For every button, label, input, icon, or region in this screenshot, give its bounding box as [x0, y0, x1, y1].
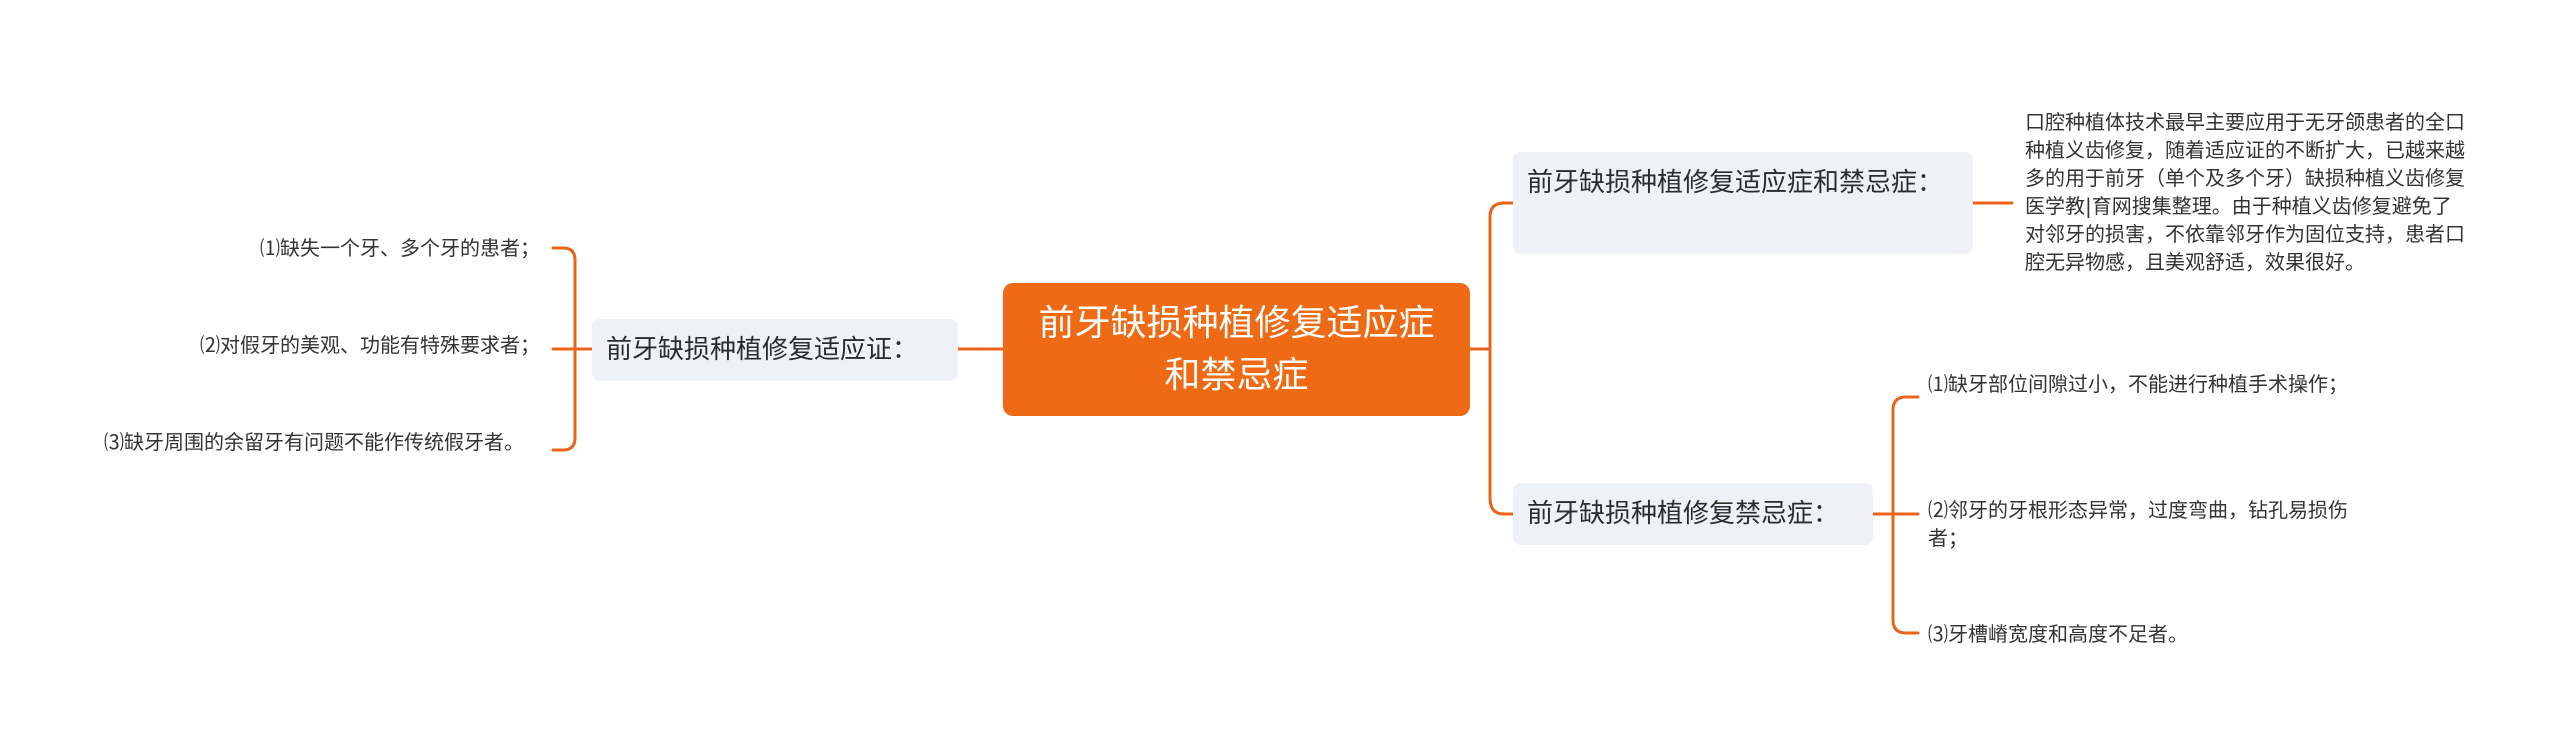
connector-left-bracket: [551, 246, 594, 452]
connector-right-bottom-bracket: [1871, 395, 1920, 635]
branch-contraindications[interactable]: 前牙缺损种植修复禁忌症：: [1513, 483, 1873, 545]
contraindication-item-3: ⑶牙槽嵴宽度和高度不足者。: [1928, 622, 2188, 646]
indication-item-2: ⑵对假牙的美观、功能有特殊要求者；: [200, 333, 540, 357]
root-topic[interactable]: 前牙缺损种植修复适应症和禁忌症: [1003, 283, 1470, 416]
contraindication-item-2: ⑵邻牙的牙根形态异常，过度弯曲，钻孔易损伤者；: [1928, 498, 2348, 550]
contraindication-item-1: ⑴缺牙部位间隙过小，不能进行种植手术操作；: [1928, 372, 2348, 396]
connector-root-right: [1468, 201, 1515, 516]
branch-indications[interactable]: 前牙缺损种植修复适应证：: [592, 319, 958, 381]
branch-indications-contraindications-label: 前牙缺损种植修复适应症和禁忌症：: [1527, 168, 1944, 198]
branch-indications-label: 前牙缺损种植修复适应证：: [606, 335, 919, 365]
root-topic-label: 前牙缺损种植修复适应症和禁忌症: [1038, 302, 1435, 396]
indication-item-1: ⑴缺失一个牙、多个牙的患者；: [260, 236, 540, 260]
branch-contraindications-label: 前牙缺损种植修复禁忌症：: [1527, 499, 1840, 529]
branch-indications-contraindications[interactable]: 前牙缺损种植修复适应症和禁忌症：: [1513, 152, 1973, 254]
overview-text: 口腔种植体技术最早主要应用于无牙颌患者的全口种植义齿修复，随着适应证的不断扩大，…: [2025, 110, 2465, 274]
indication-item-3: ⑶缺牙周围的余留牙有问题不能作传统假牙者。: [104, 430, 524, 454]
